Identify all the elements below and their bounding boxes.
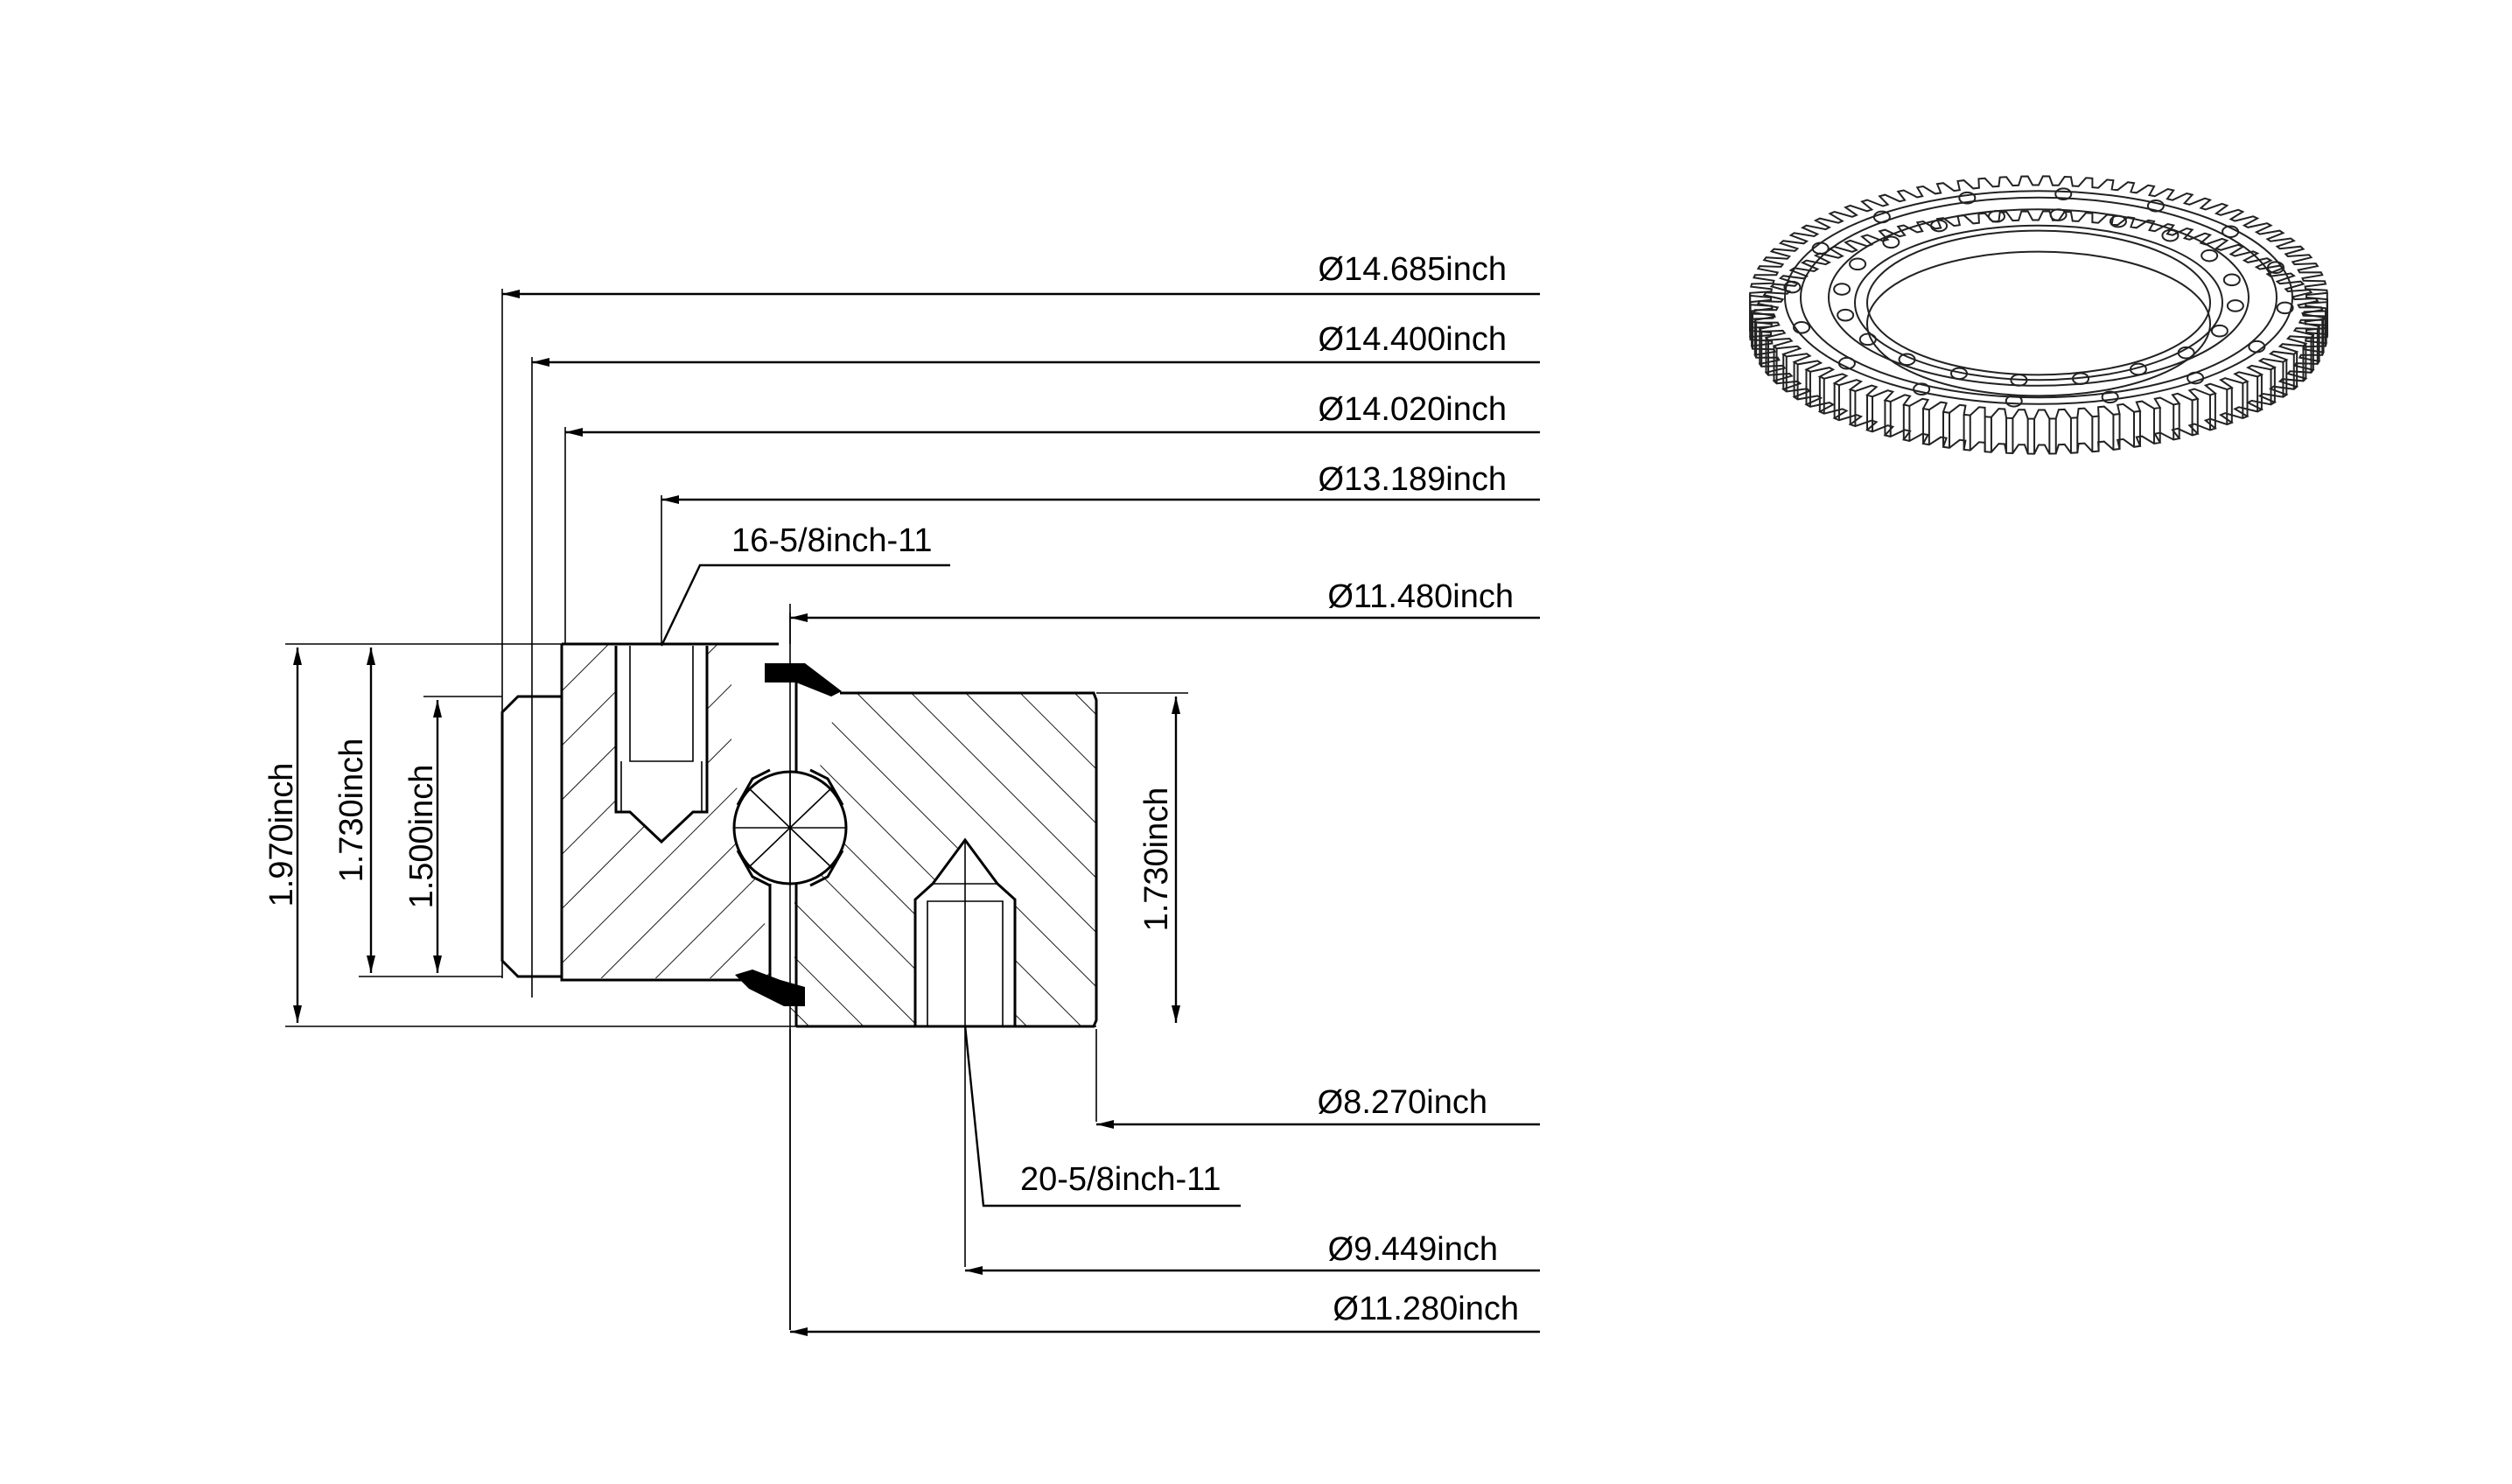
gear-outer-hole: [2266, 261, 2285, 275]
gear-inner-hole: [1833, 283, 1851, 296]
dim-diameter-5: Ø11.480inch: [1327, 578, 1514, 615]
gear-outer-hole: [1793, 320, 1811, 334]
dim-height-flange: 1.500inch: [403, 765, 440, 909]
gear-outer-hole: [1958, 191, 1977, 205]
gear-inner-hole: [2049, 208, 2068, 221]
outer-bolt-hole: [616, 646, 707, 812]
gear-inner-hole: [2201, 248, 2219, 262]
slewing-ring-3d-view: [1748, 175, 2329, 455]
gear-inner-hole: [1987, 209, 2005, 223]
gear-inner-hole: [1950, 367, 1969, 381]
dim-diameter-4: Ø13.189inch: [1319, 461, 1508, 498]
gear-inner-hole: [2222, 273, 2241, 287]
gear-outer-hole: [1913, 382, 1931, 396]
gear-inner-hole: [1858, 332, 1877, 346]
gear-outer-hole: [2101, 390, 2119, 404]
dim-diameter-2: Ø14.400inch: [1319, 321, 1508, 358]
gear-inner-hole: [2109, 214, 2127, 228]
dim-height-inner: 1.730inch: [1138, 788, 1175, 932]
gear-inner-hole: [2129, 362, 2147, 376]
gear-ring-0: [1784, 190, 2293, 405]
gear-bore: [1866, 250, 2211, 397]
gear-outer-hole: [2276, 301, 2294, 315]
cross-section: [500, 604, 1098, 1330]
gear-outer-hole: [1872, 210, 1891, 224]
gear-ring-3: [1854, 224, 2223, 382]
gear-inner-hole: [2210, 324, 2229, 338]
dim-diameter-6: Ø8.270inch: [1318, 1084, 1487, 1121]
gear-outer-hole: [1811, 242, 1830, 256]
gear-outer-hole: [2146, 199, 2165, 213]
gear-outer-hole: [2054, 187, 2073, 201]
diameter-dimensions: Ø14.685inch Ø14.400inch Ø14.020inch Ø13.…: [501, 251, 1540, 1336]
gear-inner-hole: [2177, 346, 2195, 360]
gear-outer-hole: [1837, 356, 1856, 370]
gear-inner-hole: [1898, 353, 1916, 367]
thread-callouts: 16-5/8inch-11 20-5/8inch-11: [660, 522, 1241, 1208]
gear-inner-hole: [1882, 235, 1900, 249]
gear-inner-hole: [1837, 308, 1855, 322]
gear-outer-hole: [2248, 340, 2266, 354]
thread-outer-label: 16-5/8inch-11: [731, 522, 933, 559]
dim-diameter-8: Ø11.280inch: [1333, 1291, 1519, 1327]
bottom-seal: [735, 970, 805, 1006]
dim-diameter-7: Ø9.449inch: [1328, 1231, 1498, 1268]
height-dimensions: 1.970inch 1.730inch 1.500inch 1.730inch: [263, 643, 1188, 1027]
gear-outer-hole: [2222, 225, 2240, 239]
gear-inner-hole: [2161, 228, 2180, 242]
gear-inner-hole: [2010, 374, 2028, 387]
gear-teeth-top: [1748, 175, 2329, 420]
gear-outer-hole: [2005, 394, 2023, 408]
gear-teeth-bottom: [1748, 210, 2329, 455]
gear-ring-2: [1828, 208, 2250, 387]
dim-height-total: 1.970inch: [263, 763, 300, 907]
gear-ring-1: [1800, 196, 2278, 399]
gear-inner-hole: [1849, 257, 1867, 271]
gear-outer-hole: [1783, 280, 1802, 294]
top-seal: [765, 663, 842, 696]
gear-ring-4: [1866, 229, 2211, 376]
thread-inner-label: 20-5/8inch-11: [1020, 1161, 1221, 1198]
gear-inner-hole: [1930, 219, 1949, 233]
dim-diameter-1: Ø14.685inch: [1319, 251, 1508, 288]
gear-outer-hole: [2187, 371, 2205, 385]
gear-inner-hole: [2072, 372, 2090, 386]
dim-diameter-3: Ø14.020inch: [1319, 391, 1508, 428]
gear-inner-hole: [2226, 299, 2244, 312]
dim-height-outer: 1.730inch: [333, 738, 370, 883]
